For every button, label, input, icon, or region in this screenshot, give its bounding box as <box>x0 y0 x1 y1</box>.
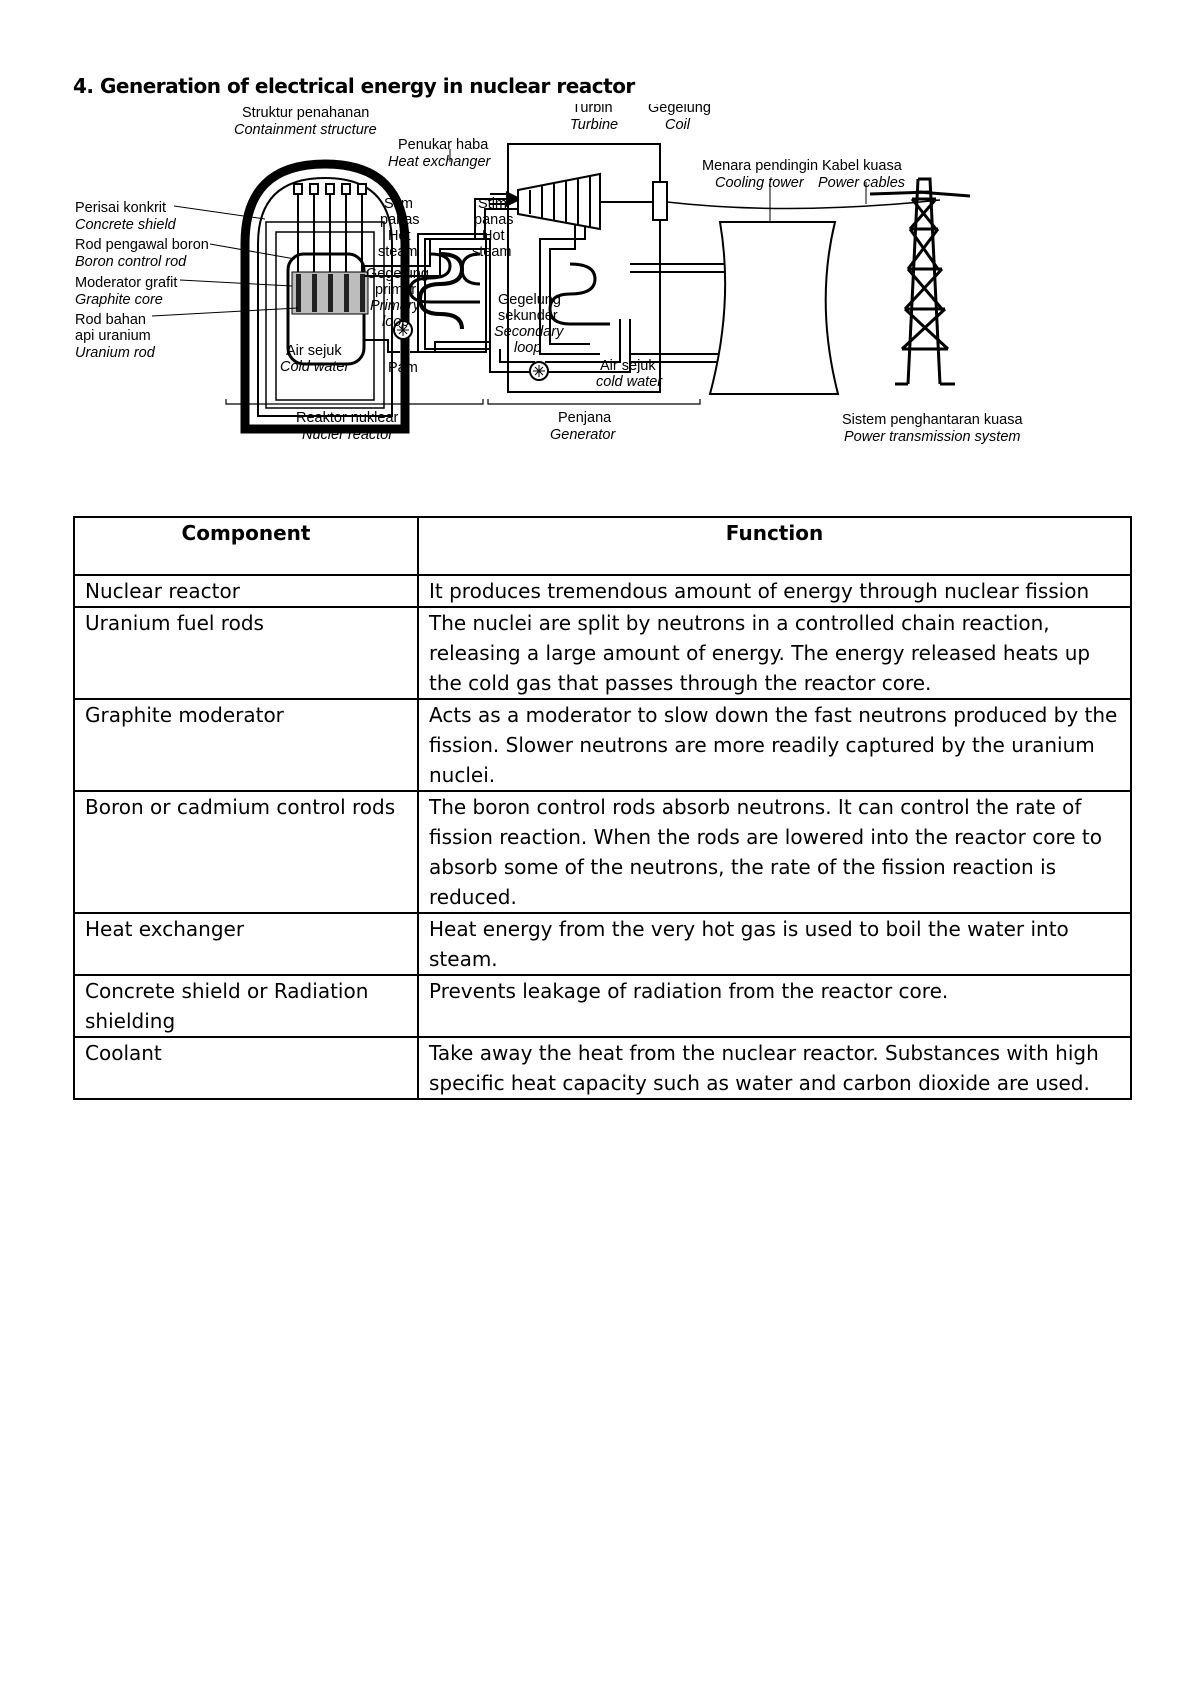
label-pump: Pam <box>388 360 418 376</box>
label-secondary-3: Secondary <box>494 324 564 340</box>
secondary-pump <box>529 361 549 381</box>
heat-exchanger <box>417 238 491 350</box>
label-primary-3: Primary <box>370 298 421 314</box>
function-cell: It produces tremendous amount of energy … <box>417 574 1132 608</box>
generator-hall <box>474 143 661 393</box>
label-generator-ms: Penjana <box>558 410 612 426</box>
table-row: Coolant Take away the heat from the nucl… <box>73 1036 1132 1100</box>
function-cell: Acts as a moderator to slow down the fas… <box>417 698 1132 792</box>
table-row: Boron or cadmium control rods The boron … <box>73 790 1132 914</box>
label-hot-steam-b-1: Stim <box>478 196 507 212</box>
component-cell: Nuclear reactor <box>73 574 419 608</box>
label-containment-ms: Struktur penahanan <box>242 105 369 121</box>
label-power-cables-en: Power cables <box>818 175 905 191</box>
label-turbine-en: Turbine <box>570 117 618 133</box>
component-cell: Coolant <box>73 1036 419 1100</box>
label-secondary-2: sekunder <box>498 308 558 324</box>
header-function: Function <box>417 516 1132 576</box>
transmission-tower <box>869 177 971 386</box>
primary-pump <box>393 320 413 340</box>
label-cooling-tower-en: Cooling tower <box>715 175 805 191</box>
cooling-tower <box>708 221 840 395</box>
component-cell: Graphite moderator <box>73 698 419 792</box>
label-coil-ms: Gegelung <box>648 104 711 116</box>
label-secondary-4: loop <box>514 340 541 356</box>
label-hot-steam-b-3: Hot <box>482 228 505 244</box>
function-cell: The boron control rods absorb neutrons. … <box>417 790 1132 914</box>
label-hot-steam-a-1: Stim <box>384 196 413 212</box>
table-row: Uranium fuel rods The nuclei are split b… <box>73 606 1132 700</box>
table-header-row: Component Function <box>73 516 1132 576</box>
leader-lines <box>151 149 867 317</box>
power-cable <box>666 199 941 210</box>
label-cold-water-b-en: cold water <box>596 374 663 390</box>
page-heading: 4. Generation of electrical energy in nu… <box>73 74 635 98</box>
label-turbine-ms: Turbin <box>572 104 613 116</box>
label-transmission-en: Power transmission system <box>844 429 1020 445</box>
function-cell: Take away the heat from the nuclear reac… <box>417 1036 1132 1100</box>
label-cold-water-b-ms: Air sejuk <box>600 358 656 374</box>
label-heat-exchanger-en: Heat exchanger <box>388 154 492 170</box>
table-row: Concrete shield or Radiation shielding P… <box>73 974 1132 1038</box>
label-secondary-1: Gegelung <box>498 292 561 308</box>
label-cooling-tower-ms: Menara pendingin <box>702 158 818 174</box>
graphite-core <box>291 271 369 315</box>
label-control-rod-ms: Rod pengawal boron <box>75 237 209 253</box>
label-concrete-shield-en: Concrete shield <box>75 217 177 233</box>
function-cell: Prevents leakage of radiation from the r… <box>417 974 1132 1038</box>
label-primary-2: primer <box>375 282 416 298</box>
table-row: Nuclear reactor It produces tremendous a… <box>73 574 1132 608</box>
label-generator-en: Generator <box>550 427 616 443</box>
condenser-pipes <box>630 263 730 363</box>
label-uranium-ms-1: Rod bahan <box>75 312 146 328</box>
label-control-rod-en: Boron control rod <box>75 254 187 270</box>
function-cell: The nuclei are split by neutrons in a co… <box>417 606 1132 700</box>
label-cold-water-a-ms: Air sejuk <box>286 343 342 359</box>
label-uranium-en: Uranium rod <box>75 345 156 361</box>
label-primary-1: Gegelung <box>366 266 429 282</box>
label-cold-water-a-en: Cold water <box>280 359 350 375</box>
label-hot-steam-b-4: steam <box>472 244 512 260</box>
component-cell: Concrete shield or Radiation shielding <box>73 974 419 1038</box>
label-graphite-ms: Moderator grafit <box>75 275 177 291</box>
label-concrete-shield-ms: Perisai konkrit <box>75 200 166 216</box>
label-hot-steam-b-2: panas <box>474 212 514 228</box>
function-cell: Heat energy from the very hot gas is use… <box>417 912 1132 976</box>
label-graphite-en: Graphite core <box>75 292 163 308</box>
header-component: Component <box>73 516 419 576</box>
turbine <box>517 172 668 231</box>
table-row: Heat exchanger Heat energy from the very… <box>73 912 1132 976</box>
label-uranium-ms-2: api uranium <box>75 328 151 344</box>
label-hot-steam-a-4: steam <box>378 244 418 260</box>
label-reactor-ms: Reaktor nuklear <box>296 410 399 426</box>
table-row: Graphite moderator Acts as a moderator t… <box>73 698 1132 792</box>
label-reactor-en: Nucler reactor <box>302 427 394 443</box>
component-cell: Heat exchanger <box>73 912 419 976</box>
label-power-cables-ms: Kabel kuasa <box>822 158 903 174</box>
label-coil-en: Coil <box>665 117 691 133</box>
label-primary-4: loop <box>382 314 409 330</box>
label-containment-en: Containment structure <box>234 122 377 138</box>
label-heat-exchanger-ms: Penukar haba <box>398 137 489 153</box>
label-hot-steam-a-3: Hot <box>388 228 411 244</box>
component-cell: Uranium fuel rods <box>73 606 419 700</box>
label-hot-steam-a-2: panas <box>380 212 420 228</box>
section-brackets <box>225 399 701 405</box>
label-transmission-ms: Sistem penghantaran kuasa <box>842 412 1023 428</box>
component-cell: Boron or cadmium control rods <box>73 790 419 914</box>
nuclear-power-diagram: Struktur penahanan Containment structure… <box>70 104 1130 490</box>
component-function-table: Component Function Nuclear reactor It pr… <box>73 516 1132 1100</box>
